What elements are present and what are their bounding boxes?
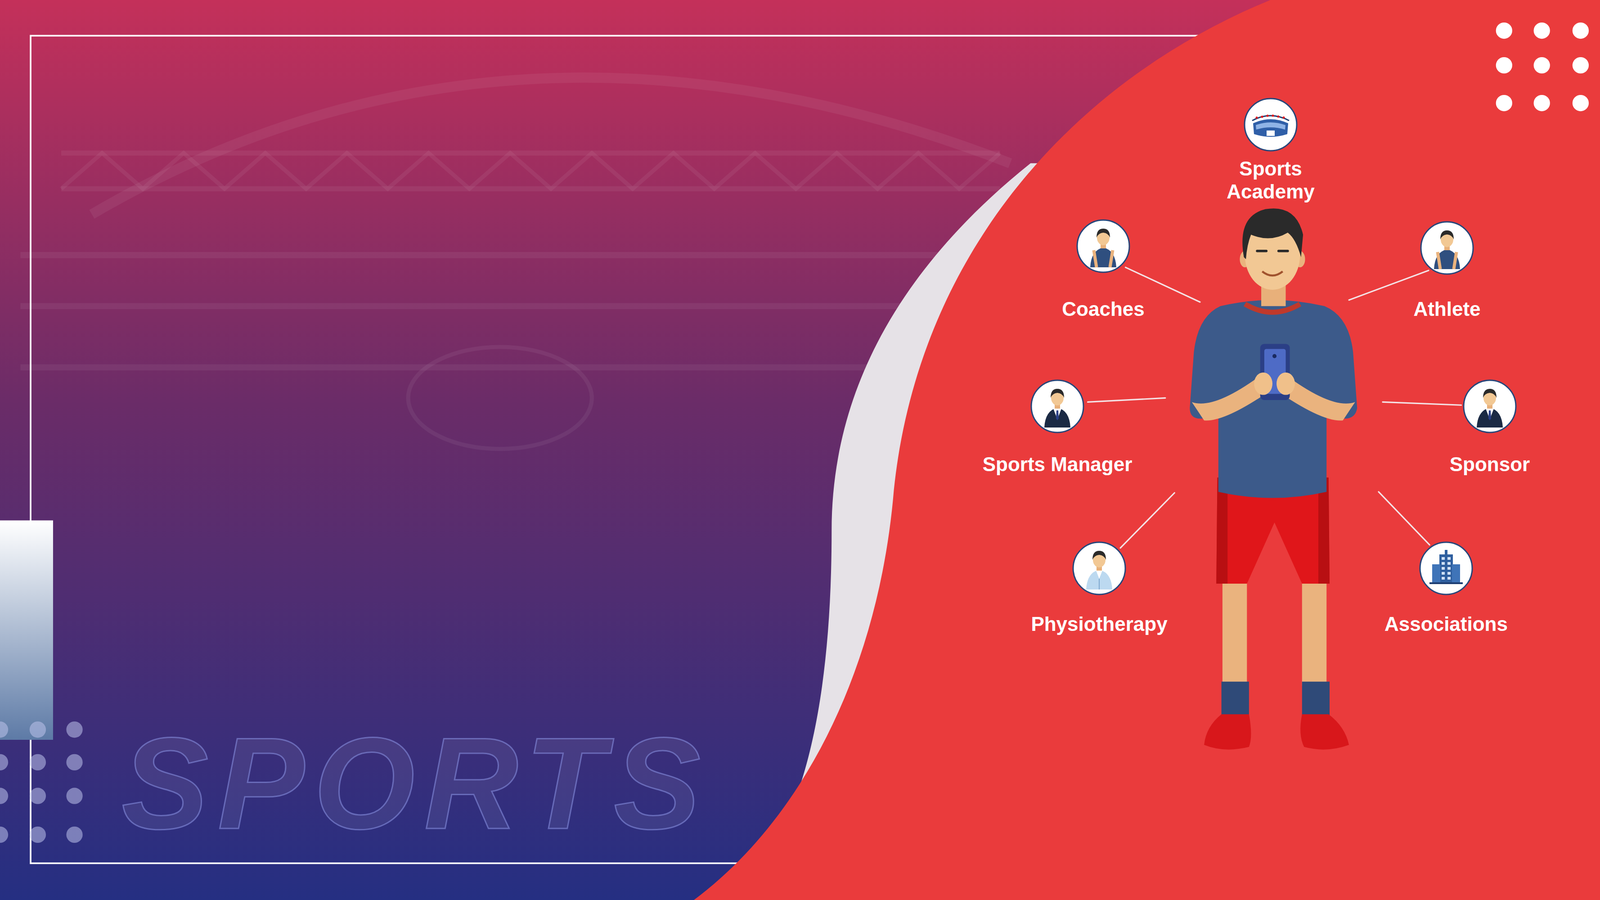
icon-circle [1029, 378, 1085, 434]
role-label: Associations [1384, 612, 1508, 636]
icon-circle [1419, 220, 1475, 276]
stadium-glyph [1252, 114, 1290, 137]
icon-ring [1031, 380, 1084, 433]
role-node: Associations [1384, 540, 1508, 636]
role-node: Sports Academy [1216, 97, 1325, 203]
icon-circle [1071, 540, 1127, 596]
icon-circle [1418, 540, 1474, 596]
role-label: Sponsor [1449, 453, 1530, 477]
role-label: Sports Manager [982, 453, 1133, 477]
suit-glyph [1044, 388, 1071, 428]
role-label: Coaches [1061, 297, 1145, 321]
doctor-glyph [1086, 550, 1113, 590]
red-panel [693, 0, 1600, 900]
role-node: Physiotherapy [1030, 540, 1168, 636]
person-glyph [1433, 230, 1461, 270]
frame-border [30, 35, 1460, 863]
dot-grid [1496, 22, 1589, 112]
suit-glyph [1476, 388, 1503, 428]
icon-ring [1073, 542, 1126, 595]
icon-circle [1243, 97, 1299, 153]
side-bar [0, 520, 54, 740]
icon-ring [1463, 380, 1516, 433]
icon-ring [1420, 542, 1473, 595]
icon-circle [1462, 378, 1518, 434]
icon-ring [1077, 220, 1130, 273]
role-node: Sponsor [1449, 378, 1530, 477]
watermark-text: SPORTS [121, 717, 710, 849]
role-label: Physiotherapy [1030, 612, 1168, 636]
role-node: Sports Manager [982, 378, 1133, 477]
icon-circle [1075, 218, 1131, 274]
role-node: Coaches [1061, 218, 1145, 321]
icon-ring [1420, 221, 1474, 275]
role-label: Sports Academy [1216, 157, 1325, 203]
role-node: Athlete [1413, 220, 1481, 321]
person-glyph [1090, 228, 1117, 268]
athlete-figure [1189, 208, 1358, 750]
icon-ring [1244, 98, 1297, 151]
role-label: Athlete [1413, 297, 1481, 321]
building-glyph [1429, 549, 1463, 585]
dot-grid [0, 721, 83, 843]
